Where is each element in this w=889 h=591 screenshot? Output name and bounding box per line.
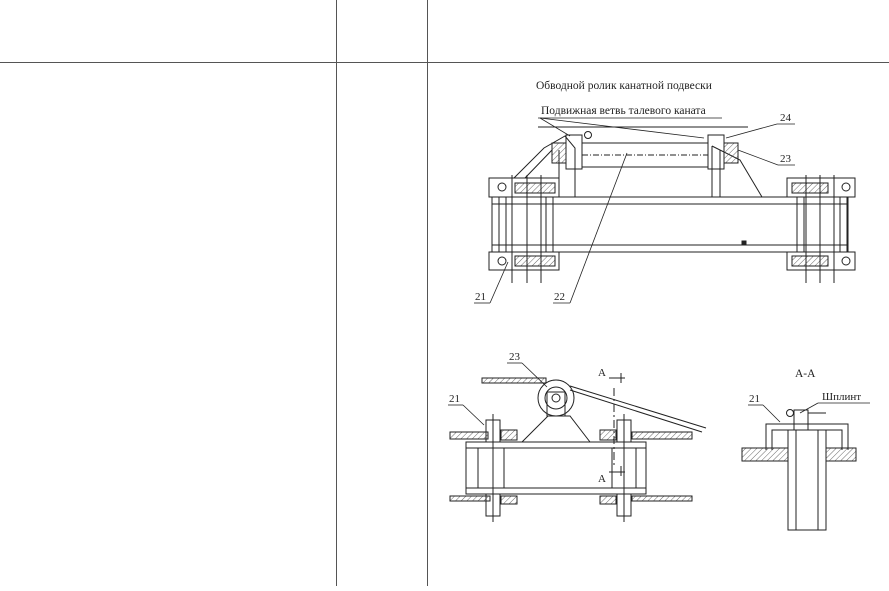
callout-23-top: 23: [780, 153, 792, 165]
callout-22: 22: [554, 291, 565, 303]
callout-24: 24: [780, 112, 792, 124]
roller-right-flange: [707, 134, 725, 170]
left-lower-bracket: [488, 251, 560, 271]
body-cell-1: [0, 63, 336, 586]
side-view: [449, 373, 707, 522]
left-support-arm: [513, 135, 576, 197]
table-column-divider-2: [427, 0, 428, 586]
label-bypass-roller: Обводной ролик канатной подвески: [536, 80, 712, 92]
side-view-annotations: [448, 362, 548, 426]
section-plate-left: [741, 447, 789, 462]
right-lower-bracket: [786, 251, 856, 271]
table-header-divider: [0, 62, 889, 63]
right-upper-bracket: [786, 177, 856, 198]
callout-23-bottom: 23: [509, 351, 521, 363]
section-a-a: [741, 409, 857, 531]
label-cotter-pin: Шплинт: [822, 391, 861, 403]
section-annotations: [748, 402, 870, 423]
header-cell-2: [337, 0, 427, 62]
section-tube: [787, 429, 827, 531]
callout-21-top: 21: [475, 291, 486, 303]
section-mark-a-top: А: [598, 367, 606, 379]
callout-21-section: 21: [749, 393, 760, 405]
section-plate-right: [825, 447, 857, 462]
body-cell-2: [337, 63, 427, 586]
small-mark: [741, 240, 747, 245]
top-view: [488, 126, 856, 283]
pulley-outer: [537, 379, 575, 417]
table-column-divider-1: [336, 0, 337, 586]
section-mark-a-bottom: А: [598, 473, 606, 485]
header-cell-3: [428, 0, 889, 62]
header-cell-1: [0, 0, 336, 62]
triangular-support: [521, 415, 591, 443]
technical-drawing: Обводной ролик канатной подвески Подвижн…: [428, 63, 889, 586]
callout-21-bottom: 21: [449, 393, 460, 405]
lubricator: [584, 131, 592, 139]
top-view-annotations: [474, 117, 795, 304]
side-frame: [465, 441, 647, 495]
cotter-pin: [786, 409, 794, 417]
main-frame-outer: [491, 196, 849, 253]
right-support-arm: [711, 145, 763, 198]
section-bracket: [765, 423, 849, 450]
label-moving-branch: Подвижная ветвь талевого каната: [541, 105, 706, 117]
section-title: А-А: [795, 368, 816, 380]
left-wheel-block: [498, 196, 554, 253]
